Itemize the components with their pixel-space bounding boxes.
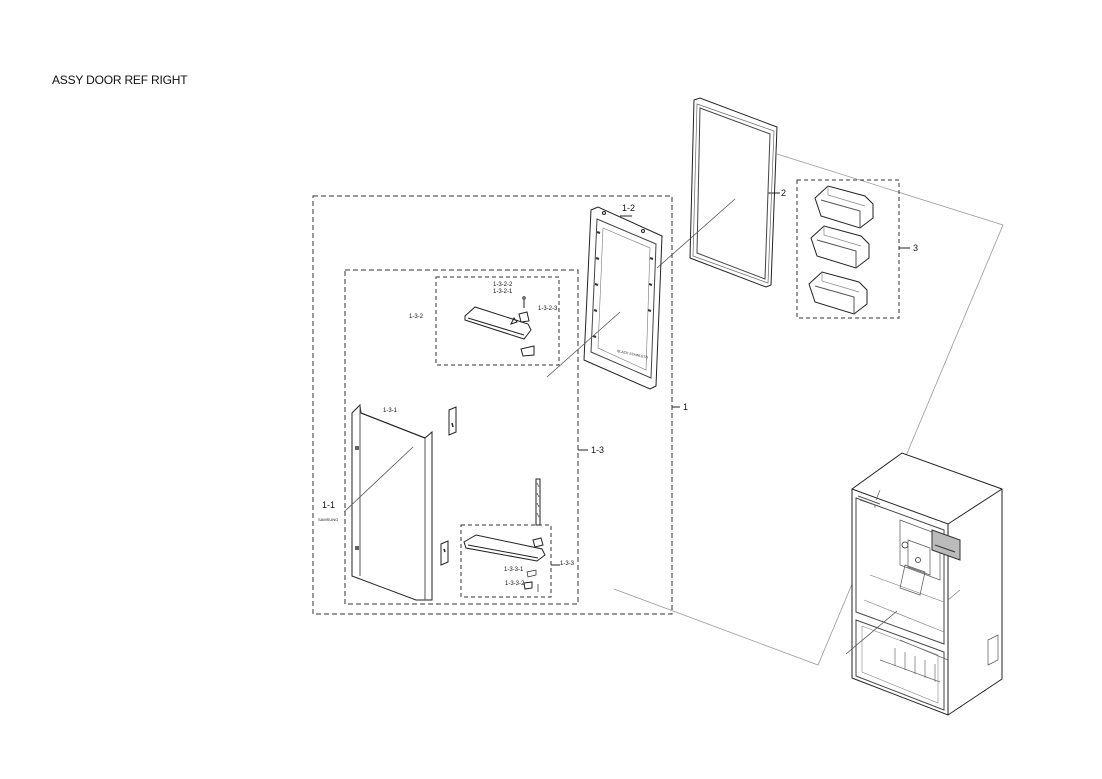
label-3: 3 (913, 243, 919, 253)
diagram-title: ASSY DOOR REF RIGHT (52, 73, 188, 87)
box-upper-cap (435, 276, 560, 366)
door-guard-bins (808, 185, 874, 315)
door-gasket (689, 97, 778, 288)
label-1-3-2-3: 1-3-2-3 (538, 306, 558, 312)
liner-leader (546, 311, 621, 378)
door-outer-panel (351, 403, 433, 601)
floor-plane-outline (613, 153, 1004, 666)
refrigerator-cabinet (851, 452, 1003, 716)
box-door-sub-assembly (344, 269, 579, 605)
door-handle-trim (440, 406, 457, 566)
cabinet-leader (845, 610, 898, 655)
badge-text: SAMSUNG (318, 517, 338, 522)
label-1-3-2: 1-3-2 (409, 314, 424, 320)
label-1-3-2-1: 1-3-2-1 (493, 289, 513, 295)
door-hinge-pin (535, 478, 541, 526)
liner-badge-text: BLACK STAINLESS (617, 349, 649, 360)
gasket-leader (656, 198, 736, 269)
label-1-3-3: 1-3-3 (560, 561, 575, 567)
label-1: 1 (683, 402, 689, 412)
lower-cap-assembly (463, 534, 546, 592)
box-lower-cap (460, 524, 552, 598)
outer-panel-leader (343, 446, 414, 513)
box-door-assembly (312, 195, 673, 615)
box-guard-bins (796, 179, 900, 319)
label-1-2: 1-2 (622, 203, 636, 213)
label-1-3: 1-3 (591, 445, 605, 455)
label-1-3-1: 1-3-1 (383, 408, 398, 414)
door-liner (583, 206, 663, 390)
label-1-1: 1-1 (322, 500, 336, 510)
upper-cap-assembly (464, 296, 535, 357)
label-1-3-2-2: 1-3-2-2 (493, 282, 513, 288)
label-2: 2 (781, 188, 787, 198)
label-1-3-3-2: 1-3-3-2 (505, 581, 525, 587)
label-1-3-3-1: 1-3-3-1 (504, 567, 524, 573)
